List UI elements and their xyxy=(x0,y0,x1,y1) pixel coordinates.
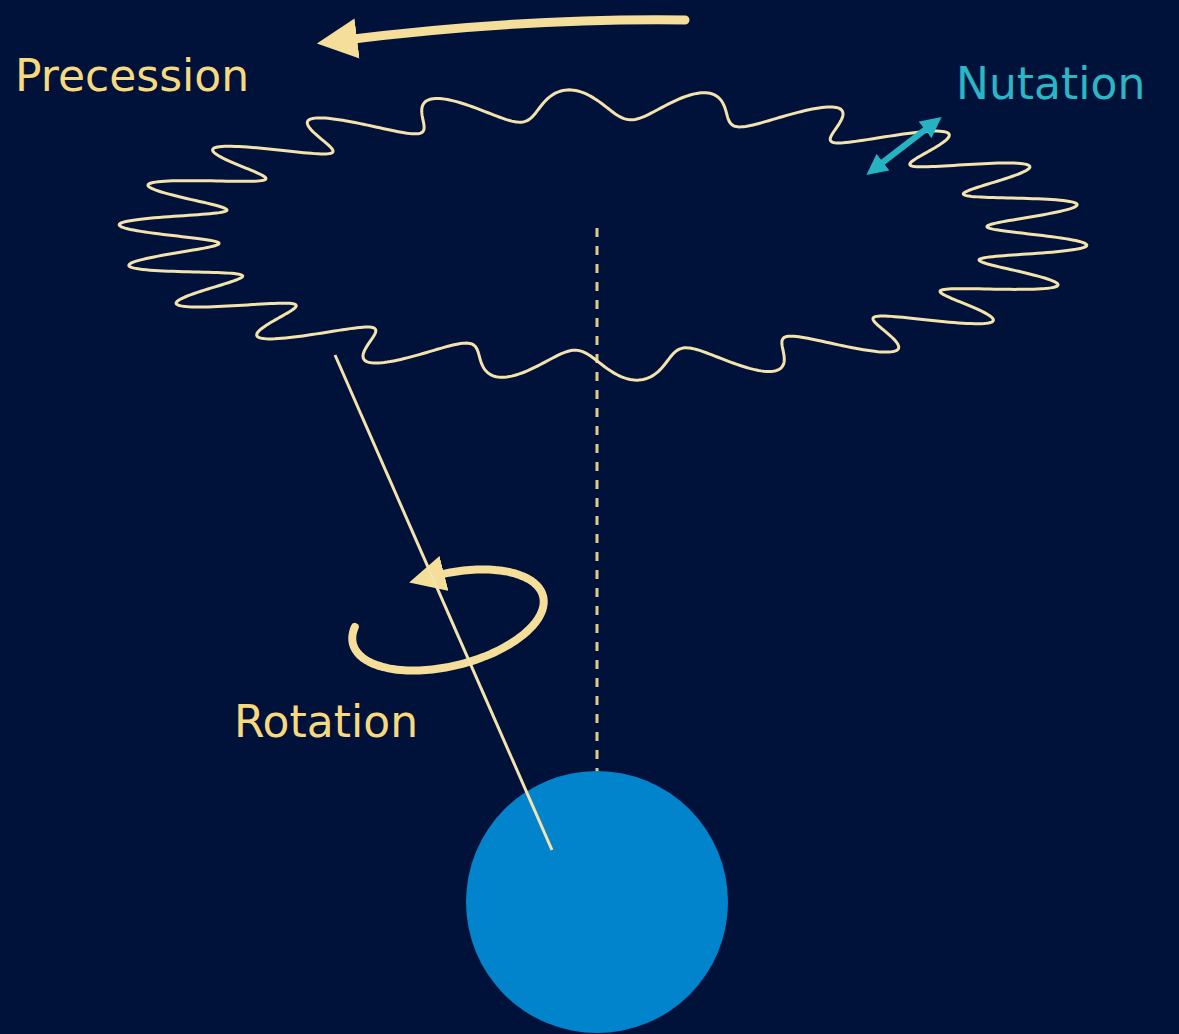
earth xyxy=(466,771,728,1033)
nutation-arrow xyxy=(878,126,930,166)
rotation-arrow xyxy=(352,569,543,670)
nutation-path xyxy=(119,90,1087,380)
vertical-reference xyxy=(596,228,599,772)
rotation-label: Rotation xyxy=(234,696,418,749)
nutation-label: Nutation xyxy=(956,58,1145,111)
rotation-axis xyxy=(335,355,552,850)
precession-arrow xyxy=(345,20,685,40)
precession-label: Precession xyxy=(15,50,249,103)
